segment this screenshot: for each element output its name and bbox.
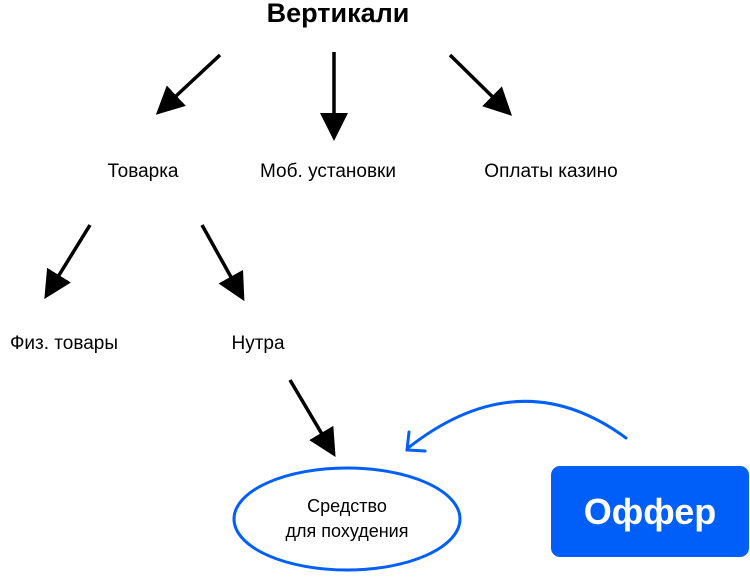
node-casino: Оплаты казино <box>484 161 618 182</box>
arrow-to-casino <box>448 53 512 116</box>
arrow-to-nutra <box>200 224 245 302</box>
arrow-to-target <box>288 379 336 458</box>
arrow-to-tovarka <box>155 53 222 115</box>
target-ellipse <box>232 466 462 572</box>
diagram-title: Вертикали <box>266 0 410 28</box>
node-phys: Физ. товары <box>9 333 119 354</box>
node-target: Средство для похудения <box>286 494 409 544</box>
offer-box: Оффер <box>551 466 749 557</box>
node-nutra: Нутра <box>231 333 285 354</box>
offer-label: Оффер <box>583 490 717 532</box>
target-line2: для похудения <box>285 521 409 541</box>
node-mob: Моб. установки <box>260 161 396 182</box>
target-line1: Средство <box>307 496 387 516</box>
node-tovarka: Товарка <box>107 161 179 182</box>
offer-arrow <box>405 400 628 453</box>
arrow-to-phys <box>44 224 92 299</box>
